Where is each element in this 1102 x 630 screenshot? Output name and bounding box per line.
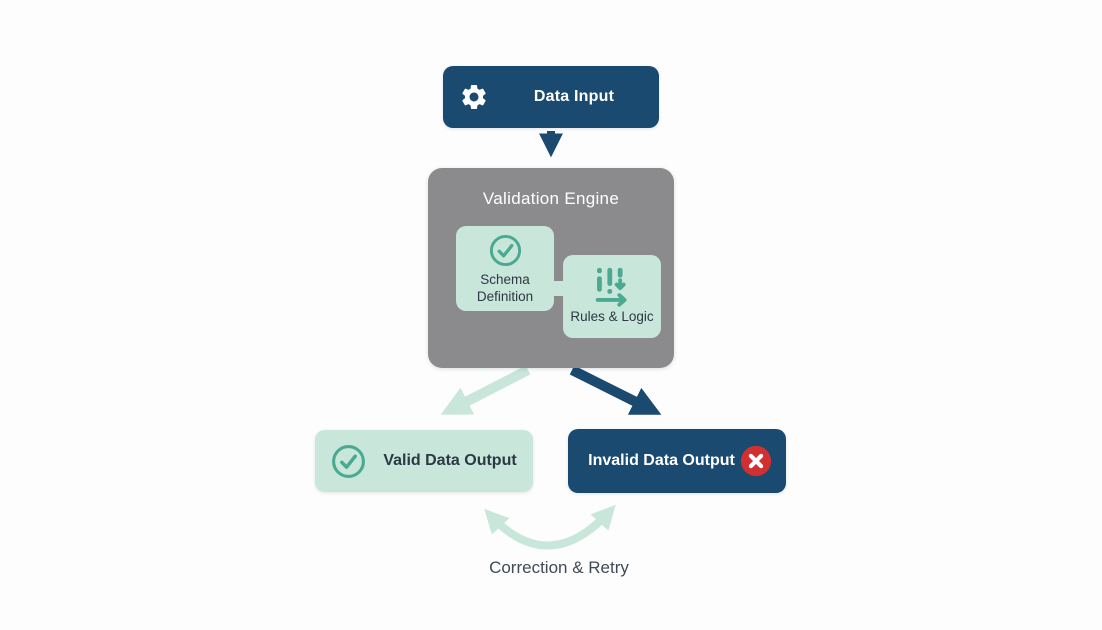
edge-correction-retry <box>484 504 616 550</box>
schema-rules-connector <box>549 281 566 296</box>
gear-icon <box>459 82 489 112</box>
bar-chart-icon <box>589 261 635 307</box>
edge-engine-to-valid <box>440 365 531 415</box>
node-validation-engine: Validation Engine Schema Definition <box>428 168 674 368</box>
node-rules-logic: Rules & Logic <box>563 255 661 338</box>
invalid-output-label: Invalid Data Output <box>588 452 735 469</box>
validation-engine-title: Validation Engine <box>482 189 620 208</box>
check-circle-icon <box>488 233 523 268</box>
data-input-label: Data Input <box>533 88 615 105</box>
node-data-input: Data Input <box>443 66 659 128</box>
node-schema-definition: Schema Definition <box>456 226 554 311</box>
edge-engine-to-invalid <box>569 365 662 415</box>
rules-logic-label: Rules & Logic <box>570 309 654 324</box>
x-circle-icon <box>739 444 773 478</box>
node-valid-output: Valid Data Output <box>315 430 533 492</box>
schema-definition-label: Schema Definition <box>476 272 534 304</box>
node-invalid-output: Invalid Data Output <box>568 429 786 493</box>
check-circle-icon <box>330 443 367 480</box>
correction-retry-label: Correction & Retry <box>489 558 629 577</box>
valid-output-label: Valid Data Output <box>383 452 517 469</box>
